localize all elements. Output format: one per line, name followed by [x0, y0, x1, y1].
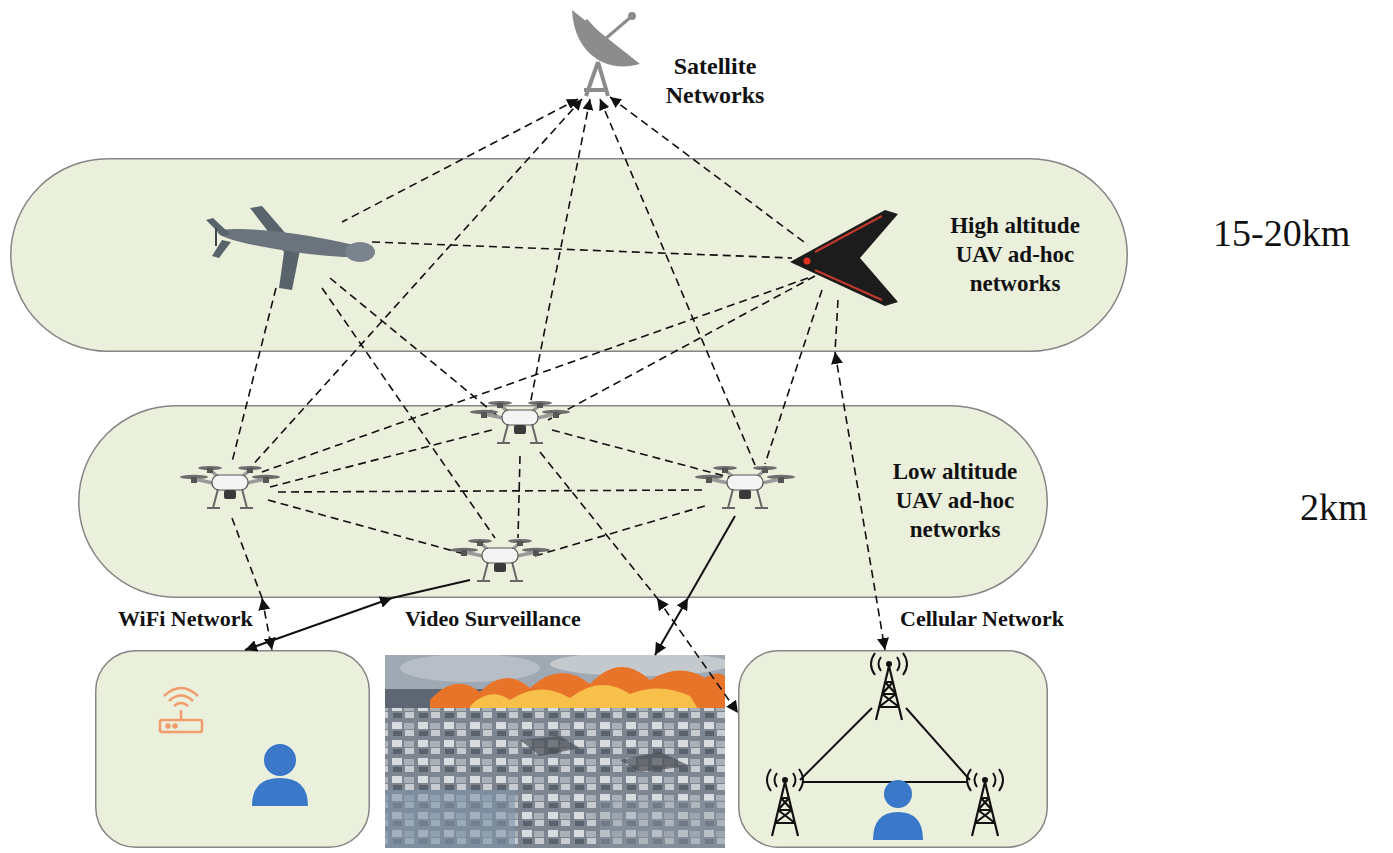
satellite-dish [584, 62, 608, 96]
low-altitude-band-outline [79, 406, 1048, 598]
wifi-region: WiFi Network [95, 650, 370, 848]
network-label: Satellite Networks [650, 52, 780, 110]
link-arrow [657, 598, 738, 713]
mq9-plane [215, 228, 217, 246]
wifi-router [180, 710, 183, 720]
cellular-region-outline [739, 651, 1048, 848]
region-heading: Cellular Network [900, 606, 1064, 631]
disaster-photo [385, 708, 725, 848]
cellular-region: Cellular Network [738, 650, 1048, 848]
wifi-router [174, 725, 177, 728]
wifi-region-outline [95, 650, 370, 848]
link-arrow [245, 598, 392, 650]
disaster-photo [385, 790, 515, 848]
satellite-dish [586, 16, 632, 40]
disaster-photo [400, 655, 540, 682]
satellite-dish [628, 12, 636, 20]
wifi-user [264, 744, 296, 776]
link-arrow [655, 598, 688, 655]
cellular-region-outline [738, 650, 1048, 848]
disaster-photo [385, 655, 725, 848]
high-altitude-band: High altitude UAV ad-hoc networks [10, 158, 1128, 352]
flying-wing-uav [804, 258, 811, 265]
altitude-label-holder: 15-20km [1213, 212, 1350, 256]
high-altitude-band-outline [11, 159, 1128, 352]
wifi-region-outline [96, 651, 370, 848]
altitude-label: 15-20km [1213, 212, 1350, 256]
wifi-router [167, 725, 170, 728]
band-title: High altitude UAV ad-hoc networks [934, 212, 1096, 298]
satellite-dish [572, 10, 640, 66]
altitude-label-holder: 2km [1300, 486, 1368, 530]
low-altitude-band: Low altitude UAV ad-hoc networks [78, 405, 1048, 598]
mq9-plane [345, 242, 375, 262]
altitude-label: 2km [1300, 486, 1368, 530]
cellular-user [884, 780, 912, 808]
disaster-photo [600, 800, 725, 848]
band-title: Low altitude UAV ad-hoc networks [874, 458, 1036, 544]
network-label-holder: Satellite Networks [650, 52, 780, 110]
disaster-photo [470, 685, 700, 712]
disaster-photo [430, 667, 725, 712]
disaster-photo [520, 736, 690, 772]
region-heading: Video Surveillance [405, 606, 581, 631]
disaster-photo [385, 655, 725, 848]
satellite-dish [572, 10, 640, 96]
surveillance-photo: Video Surveillance [385, 655, 725, 848]
region-heading: WiFi Network [118, 606, 253, 631]
